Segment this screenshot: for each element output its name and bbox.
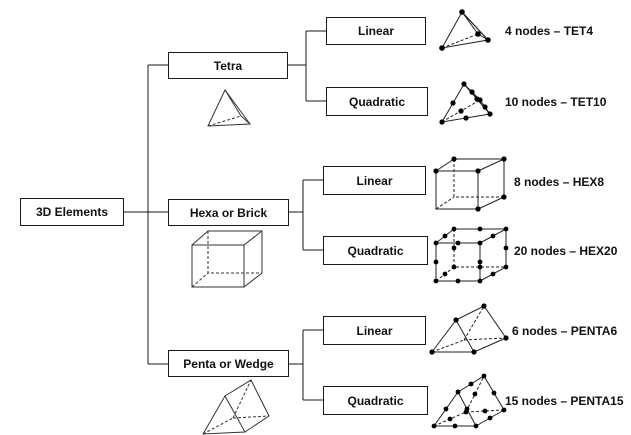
tet4-element-icon: [439, 9, 491, 51]
variant-label: Quadratic: [347, 243, 404, 258]
variant-box-tetra-quadratic: Quadratic: [326, 87, 428, 116]
result-label-penta6: 6 nodes – PENTA6: [512, 324, 618, 338]
variant-box-penta-linear: Linear: [323, 316, 426, 345]
result-label-hex8: 8 nodes – HEX8: [514, 175, 605, 189]
hex20-element-icon: [433, 226, 509, 284]
penta15-element-icon: [431, 373, 507, 429]
category-box-penta: Penta or Wedge: [168, 350, 289, 377]
variant-label: Linear: [356, 173, 393, 188]
tet10-element-icon: [439, 81, 493, 125]
root-box: 3D Elements: [20, 198, 124, 226]
variant-box-tetra-linear: Linear: [326, 17, 426, 45]
variant-label: Linear: [357, 24, 394, 38]
result-label-tet4: 4 nodes – TET4: [505, 24, 594, 38]
category-label-hexa: Hexa or Brick: [189, 205, 268, 220]
category-label-tetra: Tetra: [213, 58, 243, 73]
tetra-shape-icon: [207, 89, 251, 127]
variant-label: Quadratic: [348, 94, 405, 109]
penta6-element-icon: [429, 303, 509, 355]
result-label-hex20: 20 nodes – HEX20: [514, 244, 618, 258]
result-label-penta15: 15 nodes – PENTA15: [505, 394, 624, 408]
root-label: 3D Elements: [35, 205, 109, 219]
category-box-hexa: Hexa or Brick: [168, 199, 289, 226]
hex8-element-icon: [433, 156, 507, 212]
category-box-tetra: Tetra: [168, 52, 288, 79]
variant-label: Quadratic: [347, 393, 404, 408]
result-label-tet10: 10 nodes – TET10: [505, 95, 607, 109]
hexa-shape-icon: [191, 230, 263, 288]
variant-box-hexa-linear: Linear: [323, 166, 426, 195]
variant-label: Linear: [356, 323, 393, 338]
variant-box-penta-quadratic: Quadratic: [323, 386, 428, 415]
category-label-penta: Penta or Wedge: [183, 356, 274, 371]
variant-box-hexa-quadratic: Quadratic: [323, 236, 428, 265]
penta-shape-icon: [202, 379, 270, 435]
